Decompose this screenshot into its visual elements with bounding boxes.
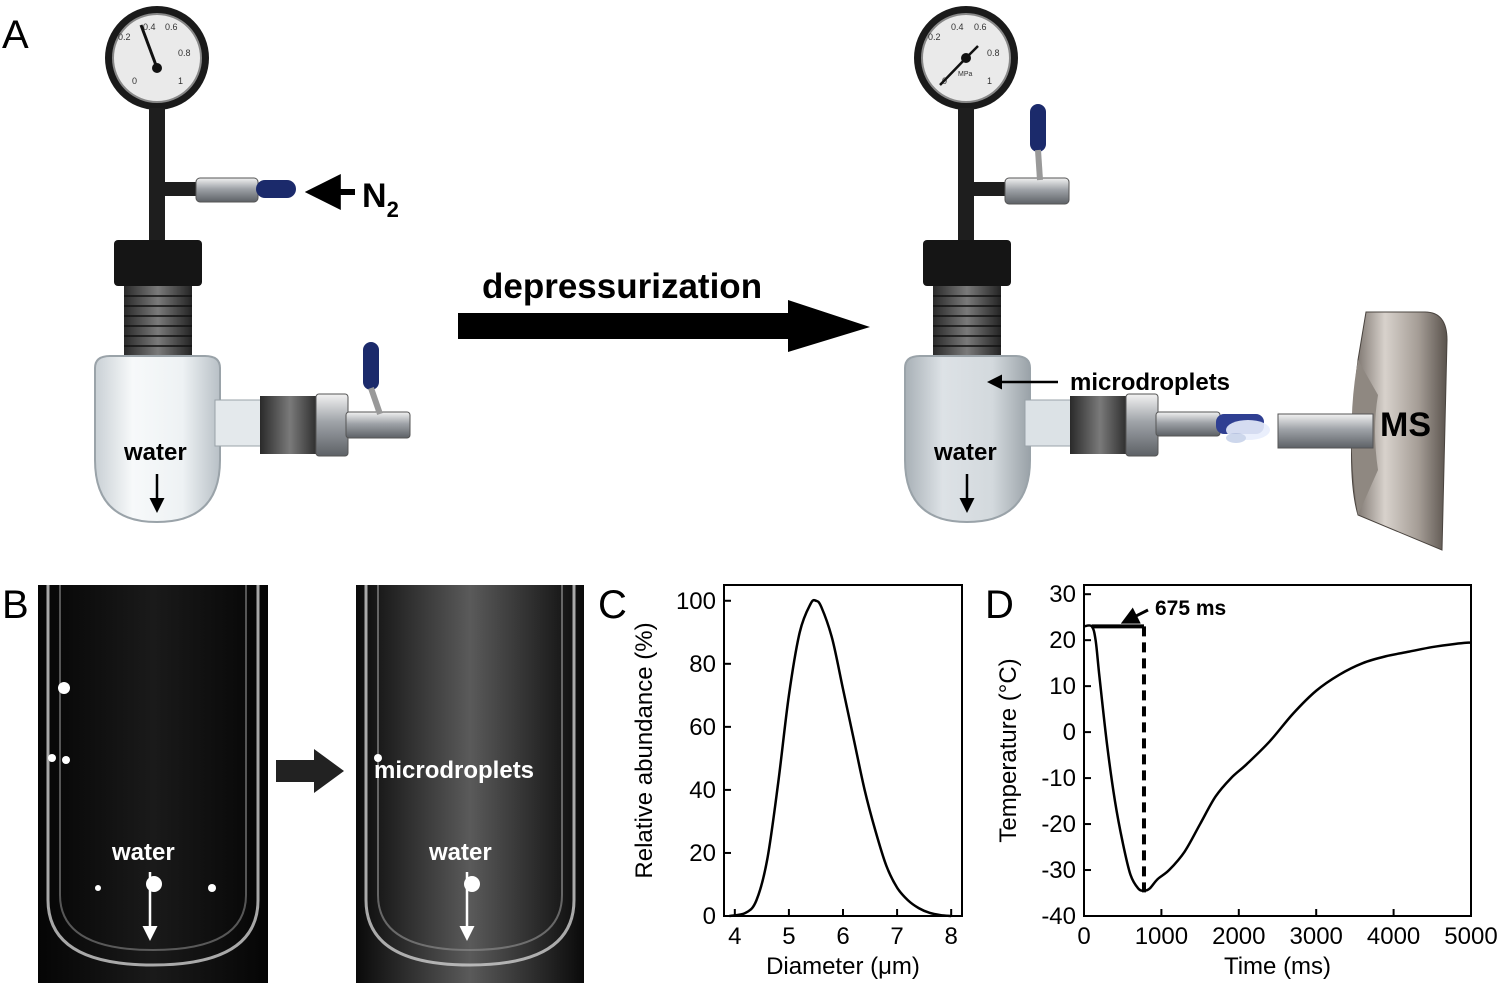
plot-frame <box>1083 584 1472 917</box>
ms-label: MS <box>1380 406 1431 444</box>
x-axis-label: Diameter (μm) <box>766 953 920 980</box>
x-tick-label: 5000 <box>1444 923 1497 950</box>
gauge-tick-left: 0.8 <box>178 48 191 58</box>
y-tick-label: 20 <box>689 840 716 867</box>
gauge-tick-left: 1 <box>178 76 183 86</box>
panel-letter-a: A <box>2 13 29 57</box>
y-tick-label: 30 <box>1049 581 1076 608</box>
y-tick-label: -20 <box>1041 811 1076 838</box>
bottle-cap-right <box>923 240 1011 286</box>
panel-letter-b: B <box>2 583 29 627</box>
water-label-right: water <box>933 439 997 466</box>
gauge-stem-left <box>149 108 165 243</box>
x-tick-label: 8 <box>945 923 958 950</box>
gauge-tick-right: 1 <box>987 76 992 86</box>
bottle-cap-left <box>114 240 202 286</box>
side-arm-right <box>1024 399 1076 447</box>
outlet-fitting-right <box>1070 396 1130 454</box>
y-tick-label: 100 <box>676 588 716 615</box>
left-apparatus: 0.2 0.4 0.6 0.8 1 0 N2 <box>94 6 411 524</box>
x-tick-label: 3000 <box>1290 923 1343 950</box>
outlet-fitting-left <box>260 396 320 454</box>
photo-after-water-label: water <box>428 839 492 866</box>
x-tick-label: 5 <box>782 923 795 950</box>
panel-letter-d: D <box>985 583 1014 627</box>
photo-after-microdroplets-label: microdroplets <box>374 757 534 784</box>
gauge-tick-right: 0.2 <box>928 32 941 42</box>
outlet-valve-body-left <box>345 411 411 439</box>
panel-b: B water microdroplets water <box>2 583 584 983</box>
gauge-tick-left: 0 <box>132 76 137 86</box>
duration-annotation: 675 ms <box>1155 597 1226 620</box>
y-tick-label: 0 <box>1063 719 1076 746</box>
y-tick-label: -30 <box>1041 857 1076 884</box>
gauge-unit-right: MPa <box>958 71 973 78</box>
gauge-stem-right <box>958 108 974 243</box>
plot-frame <box>723 584 963 917</box>
right-apparatus: 0.2 0.4 0.6 0.8 1 0 MPa <box>904 6 1448 551</box>
y-tick-label: 80 <box>689 651 716 678</box>
gauge-tick-right: 0.6 <box>974 22 987 32</box>
pressure-gauge-left: 0.2 0.4 0.6 0.8 1 0 <box>105 6 209 110</box>
mass-spectrometer: MS <box>1277 311 1448 551</box>
photo-before: water <box>38 585 268 983</box>
outlet-valve-body-right <box>1155 411 1221 437</box>
panel-d: D 0 1000 2000 3000 4000 5000 -40 -30 -20 -10 0 10 20… <box>985 581 1498 980</box>
series-line <box>1083 624 1472 892</box>
x-tick-label: 7 <box>890 923 903 950</box>
gauge-tick-right: 0.4 <box>951 22 964 32</box>
side-arm-left <box>214 399 266 447</box>
gauge-tick-left: 0.2 <box>118 32 131 42</box>
x-tick-label: 1000 <box>1135 923 1188 950</box>
x-tick-label: 6 <box>836 923 849 950</box>
chart-d: 0 1000 2000 3000 4000 5000 -40 -30 -20 -10 0 10 20 30… <box>995 581 1498 980</box>
gauge-needle-left <box>139 24 159 69</box>
y-axis-label: Relative abundance (%) <box>631 622 658 878</box>
ms-inlet-capillary <box>1277 413 1374 449</box>
photo-transition-arrow <box>276 749 344 793</box>
inlet-valve-handle-right <box>1030 104 1046 152</box>
y-tick-label: 60 <box>689 714 716 741</box>
gauge-tick-right: 0.8 <box>987 48 1000 58</box>
gas-label: N2 <box>362 177 399 222</box>
y-tick-label: -40 <box>1041 903 1076 930</box>
x-tick-label: 4 <box>728 923 741 950</box>
annotation-arrow <box>1120 607 1149 624</box>
outlet-valve-handle-left <box>363 342 379 390</box>
photo-before-water-label: water <box>111 839 175 866</box>
panel-letter-c: C <box>598 583 627 627</box>
y-tick-label: 20 <box>1049 627 1076 654</box>
x-tick-label: 2000 <box>1212 923 1265 950</box>
bottle-threads-left <box>124 286 192 356</box>
y-tick-label: -10 <box>1041 765 1076 792</box>
series-line <box>729 598 952 918</box>
inlet-valve-body <box>195 177 259 203</box>
x-tick-label: 4000 <box>1367 923 1420 950</box>
y-tick-label: 10 <box>1049 673 1076 700</box>
y-axis-label: Temperature (°C) <box>995 658 1022 842</box>
gauge-tick-left: 0.6 <box>165 22 178 32</box>
x-axis-label: Time (ms) <box>1224 953 1331 980</box>
y-tick-label: 40 <box>689 777 716 804</box>
water-label-left: water <box>123 439 187 466</box>
process-arrow <box>458 300 870 352</box>
glass-vessel-left <box>94 355 221 524</box>
pressure-gauge-right: 0.2 0.4 0.6 0.8 1 0 MPa <box>914 6 1018 110</box>
process-label: depressurization <box>482 267 762 306</box>
inlet-valve-body-right <box>1004 177 1070 205</box>
inlet-valve-handle <box>256 180 296 198</box>
gauge-needle-right <box>939 57 967 86</box>
spray-plume <box>1226 420 1270 443</box>
y-tick-label: 0 <box>703 903 716 930</box>
glass-vessel-right <box>904 355 1031 524</box>
panel-a: A 0.2 0.4 0.6 0.8 1 0 <box>2 6 1448 551</box>
microdroplets-label: microdroplets <box>1070 369 1230 396</box>
photo-after: microdroplets water <box>356 585 584 983</box>
gauge-tick-left: 0.4 <box>143 22 156 32</box>
x-tick-label: 0 <box>1077 923 1090 950</box>
bottle-threads-right <box>933 286 1001 356</box>
